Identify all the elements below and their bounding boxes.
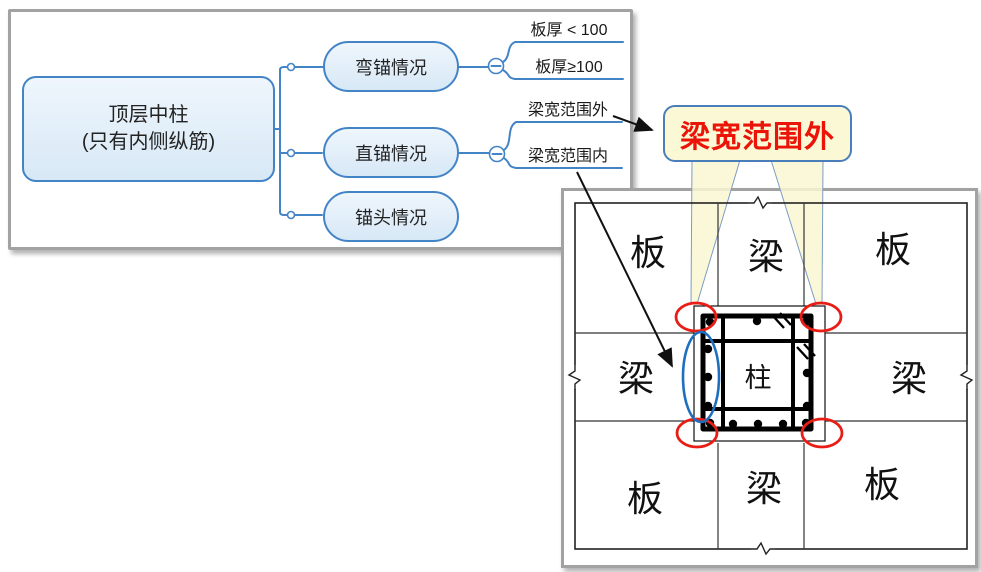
- branch-node-straight-anchor[interactable]: 直锚情况: [323, 127, 459, 178]
- leaf-outside-beam-width[interactable]: 梁宽范围外: [527, 102, 608, 119]
- callout-outside-beam-width: 梁宽范围外: [663, 105, 852, 162]
- root-title-line2: (只有内侧纵筋): [81, 131, 216, 153]
- node-root[interactable]: 顶层中柱 (只有内侧纵筋): [22, 76, 275, 182]
- leaf-inside-beam-width[interactable]: 梁宽范围内: [527, 148, 608, 165]
- branch-node-bend-anchor[interactable]: 弯锚情况: [323, 41, 459, 92]
- branch-label: 锚头情况: [355, 207, 427, 228]
- branch-label: 弯锚情况: [355, 57, 427, 78]
- branch-label: 直锚情况: [355, 143, 427, 164]
- leaf-slab-thickness-lt-100[interactable]: 板厚 < 100: [530, 22, 608, 39]
- branch-node-anchor-head[interactable]: 锚头情况: [323, 191, 459, 242]
- drawing-panel: [561, 188, 978, 568]
- leaf-slab-thickness-ge-100[interactable]: 板厚≥100: [535, 59, 603, 76]
- root-title-line1: 顶层中柱: [108, 104, 189, 126]
